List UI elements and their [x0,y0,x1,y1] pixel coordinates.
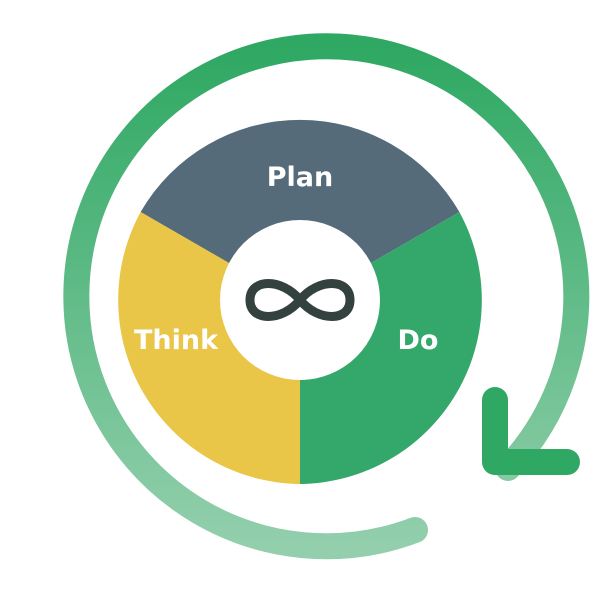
segment-plan [140,119,460,264]
segment-label-think: Think [134,325,219,356]
segment-label-do: Do [398,325,439,356]
circular-arrow-icon [63,33,590,560]
infinity-icon [245,279,355,321]
segment-label-plan: Plan [267,162,334,193]
segment-do [300,212,482,484]
segment-think [118,212,300,484]
